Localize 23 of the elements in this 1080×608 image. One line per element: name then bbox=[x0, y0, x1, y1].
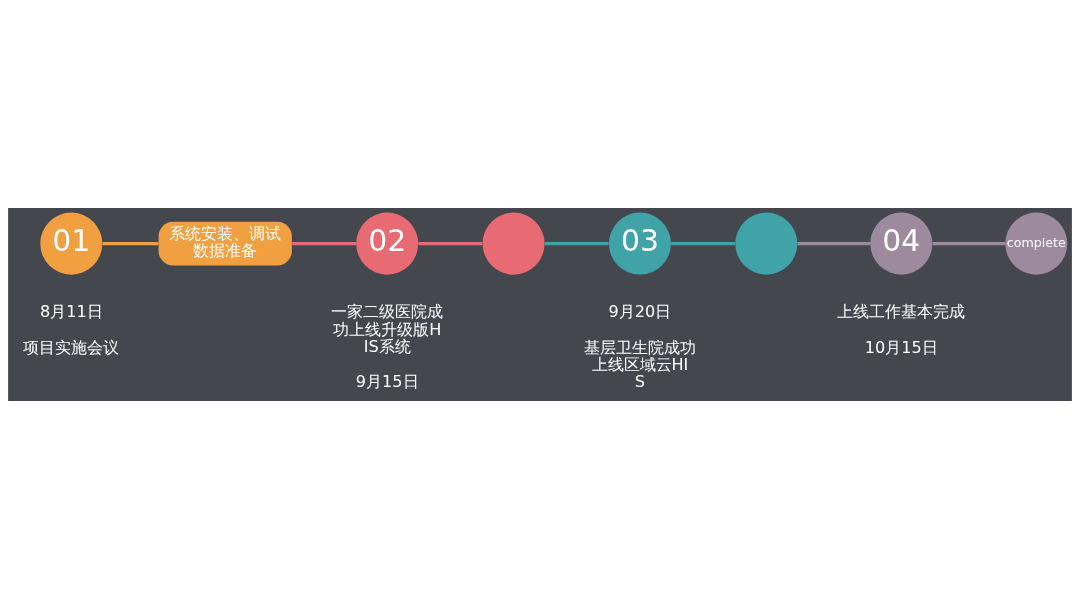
node-label: 上线工作基本完成 bbox=[837, 301, 966, 321]
connector bbox=[932, 241, 1006, 245]
connector bbox=[292, 241, 357, 245]
connector bbox=[102, 241, 159, 245]
node-circle: 04 bbox=[870, 212, 933, 275]
connector bbox=[544, 241, 609, 245]
node-circle bbox=[735, 212, 798, 275]
node-label: 10月15日 bbox=[864, 337, 938, 357]
connector bbox=[418, 241, 483, 245]
node-circle bbox=[482, 212, 545, 275]
node-label: 9月20日 bbox=[608, 301, 672, 321]
node-label: 一家二级医院成功上线升级版HIS系统 bbox=[331, 301, 444, 356]
connector bbox=[797, 241, 871, 245]
node-label: 基层卫生院成功上线区域云HIS bbox=[583, 337, 696, 391]
node-circle: 01 bbox=[40, 212, 103, 275]
node-label: 8月11日 bbox=[39, 301, 103, 321]
connector bbox=[671, 241, 735, 245]
node-circle: 02 bbox=[356, 212, 419, 275]
node-label: 项目实施会议 bbox=[23, 337, 120, 357]
node-circle: 03 bbox=[608, 212, 671, 275]
node-box: 系统安装、调试数据准备 bbox=[158, 221, 292, 265]
node-label: 9月15日 bbox=[355, 371, 419, 391]
node-circle: complete bbox=[1005, 212, 1068, 275]
